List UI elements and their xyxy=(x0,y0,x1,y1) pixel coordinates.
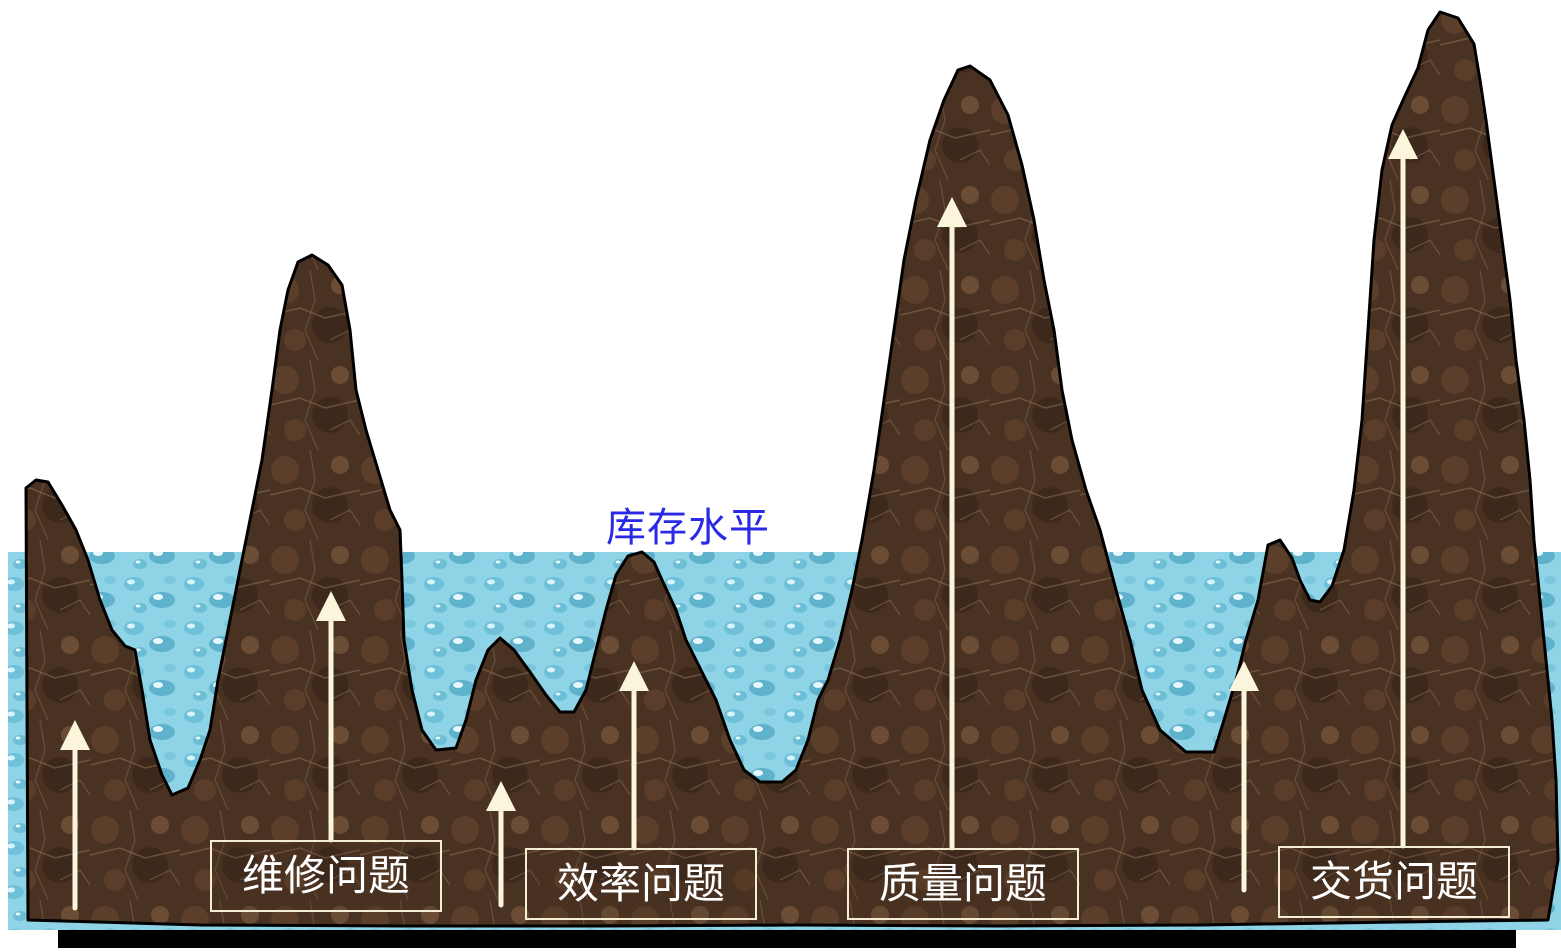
inventory-level-label: 库存水平 xyxy=(606,505,770,551)
ground-line xyxy=(58,930,1516,948)
efficiency-problem-box: 效率问题 xyxy=(525,848,757,920)
maintenance-problem-box: 维修问题 xyxy=(210,840,442,912)
quality-problem-box: 质量问题 xyxy=(847,848,1079,920)
rock-mountain-range xyxy=(24,10,1560,928)
delivery-problem-box: 交货问题 xyxy=(1278,846,1510,918)
arrow-group xyxy=(60,129,1418,911)
